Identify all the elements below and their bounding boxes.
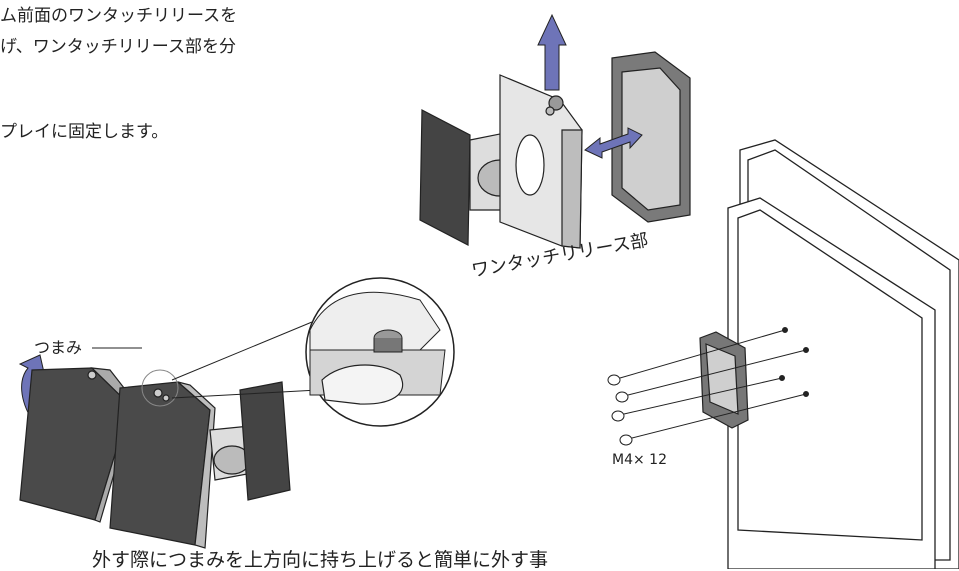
- instruction-line-2: げ、ワンタッチリリース部を分: [0, 37, 236, 57]
- release-assembly: [419, 51, 691, 249]
- left-displays: [19, 367, 291, 549]
- zoom-callout: [171, 277, 455, 427]
- knob-label: つまみ: [34, 338, 83, 357]
- instruction-line-1: ム前面のワンタッチリリースを: [0, 6, 238, 26]
- monitor: [727, 139, 959, 569]
- screws: [607, 327, 809, 446]
- instruction-line-3: プレイに固定します。: [0, 122, 169, 142]
- bottom-caption: 外す際につまみを上方向に持ち上げると簡単に外す事: [92, 549, 549, 571]
- screw-size-label: M4× 12: [612, 452, 667, 468]
- mount-plate: [699, 331, 749, 429]
